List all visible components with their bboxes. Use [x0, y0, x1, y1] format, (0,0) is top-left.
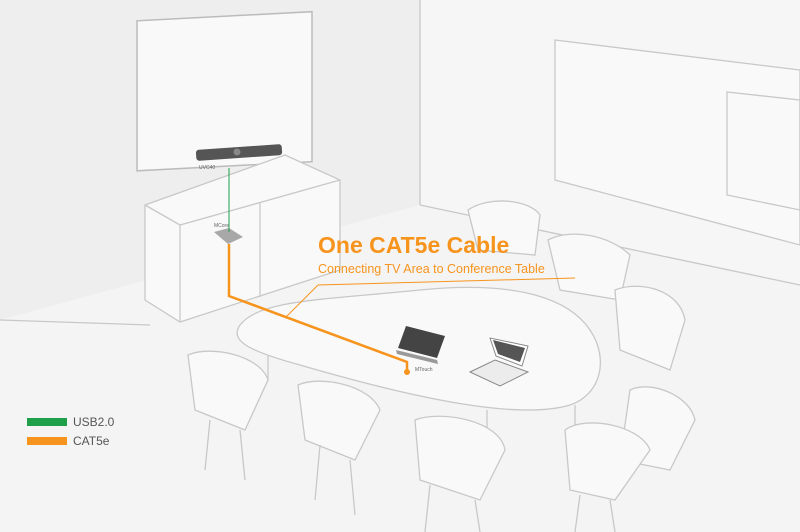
cat5e-swatch	[27, 436, 67, 445]
tv-screen	[136, 10, 313, 172]
legend-label: USB2.0	[73, 414, 115, 429]
callout-line	[284, 284, 319, 319]
usb-swatch	[27, 417, 67, 426]
headline-title: One CAT5e Cable	[318, 232, 510, 258]
touch-panel	[398, 326, 445, 358]
legend-item-cat5e: CAT5e	[27, 431, 114, 450]
chairs	[187, 200, 696, 532]
hub-device	[214, 228, 243, 244]
legend-label: CAT5e	[73, 433, 110, 448]
cat5e-cable	[227, 244, 409, 372]
floor-line	[0, 319, 151, 326]
touch-label: MTouch	[415, 367, 433, 373]
whiteboard	[554, 39, 800, 246]
camera-label: UVC40	[199, 165, 216, 171]
cabinet	[144, 154, 341, 323]
legend-item-usb: USB2.0	[27, 412, 114, 431]
hub-label: MCore	[214, 223, 230, 229]
legend: USB2.0 CAT5e	[27, 412, 114, 450]
headline-subtitle: Connecting TV Area to Conference Table	[318, 262, 545, 276]
